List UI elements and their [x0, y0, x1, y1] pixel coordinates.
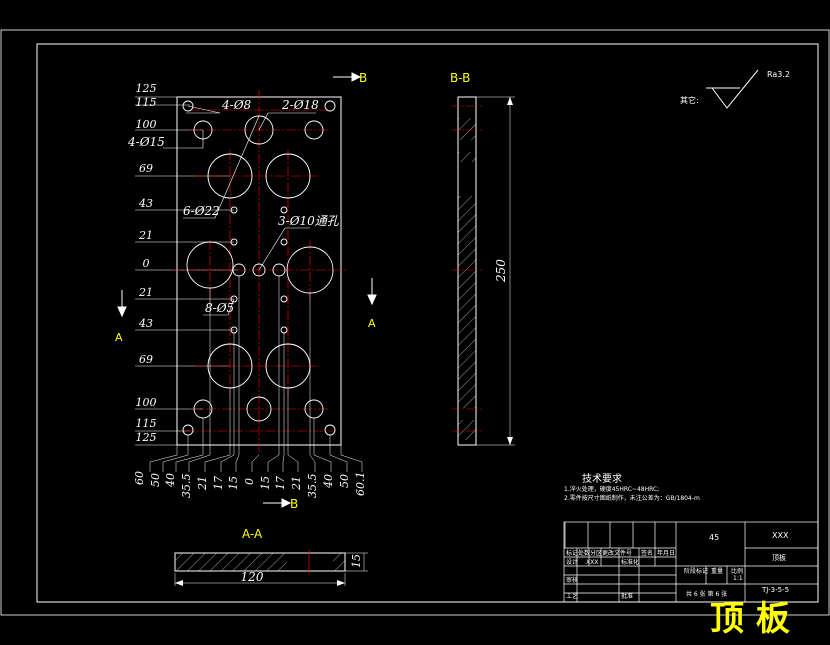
tech-line-2: 2.零件按尺寸图纸制作，未注公差为：GB/1804-m [564, 494, 700, 502]
callout-3-d10: 3-Ø10通孔 [278, 214, 340, 228]
bdim-35-5-r: 35.5 [306, 474, 319, 499]
tb-scale: 1:1 [733, 575, 743, 582]
title-block [563, 521, 819, 603]
plan-view: 125 115 100 69 43 21 0 21 43 69 100 115 … [115, 71, 377, 511]
tb-check: 审核 [566, 576, 578, 584]
tb-std: 标准化 [621, 558, 639, 566]
tb-h5: 签名 [641, 549, 653, 557]
tech-title: 技术要求 [582, 472, 622, 485]
roughness-symbol: Ra3.2 其它: [680, 69, 790, 109]
dim-0: 0 [143, 257, 150, 270]
dim-21-bottom: 21 [138, 286, 153, 299]
tb-approve: 批准 [621, 592, 633, 600]
bdim-21: 21 [196, 476, 209, 491]
bdim-17: 17 [212, 476, 225, 490]
dim-43-top: 43 [138, 197, 153, 210]
bdim-40: 40 [164, 473, 177, 488]
bdim-50-r: 50 [338, 474, 351, 488]
bdim-60-1: 60.1 [354, 472, 367, 497]
inner-border [36, 43, 819, 603]
bb-hatch-3 [458, 196, 476, 408]
section-b-bottom: B [290, 497, 298, 511]
dim-43-bottom: 43 [138, 317, 153, 330]
title-block-text: 45 XXX 顶板 TJ-3-5-5 1:1 共 6 张 第 6 张 标记 处数… [566, 531, 789, 600]
tb-company: XXX [772, 531, 789, 540]
roughness-value: Ra3.2 [767, 70, 790, 79]
tb-h1: 标记 [566, 549, 578, 557]
dim-69-top: 69 [139, 162, 153, 175]
bdim-15: 15 [227, 476, 240, 490]
tb-craft: 工艺 [566, 592, 578, 600]
callout-4-d15: 4-Ø15 [127, 135, 165, 149]
tb-stage: 阶段标记 [684, 567, 708, 575]
bb-hatch-4 [458, 420, 476, 440]
aa-hatch-right [333, 553, 345, 571]
bb-hatch-1 [458, 118, 476, 140]
bdim-40-r: 40 [322, 474, 335, 489]
aa-hatch-left [175, 553, 287, 571]
tb-material: 45 [709, 533, 719, 542]
dim-125-bottom: 125 [136, 431, 157, 444]
dim-21-top: 21 [138, 229, 153, 242]
bdim-0: 0 [243, 478, 256, 485]
tb-h2: 处数 [578, 549, 590, 557]
section-b-top: B [359, 71, 367, 85]
bb-dim-250: 250 [494, 259, 508, 283]
section-a-right: A [368, 317, 376, 330]
aa-dim-120: 120 [241, 570, 264, 584]
bdim-50: 50 [149, 473, 162, 487]
dim-115-top: 115 [136, 96, 157, 109]
tb-ratio: 比例 [731, 567, 743, 575]
dim-115-bottom: 115 [136, 417, 157, 430]
section-bb-title: B-B [450, 71, 470, 85]
callout-6-d22: 6-Ø22 [183, 204, 220, 218]
bdim-21-r: 21 [290, 476, 303, 491]
section-bb-view: B-B 250 [450, 71, 515, 446]
technical-requirements: 技术要求 1.淬火处理，硬度45HRC~48HRC; 2.零件按尺寸图纸制作，未… [564, 472, 700, 502]
tech-line-1: 1.淬火处理，硬度45HRC~48HRC; [564, 485, 659, 493]
callout-8-d5: 8-Ø5 [205, 301, 234, 315]
outer-border [0, 29, 830, 616]
tb-h6: 年月日 [657, 549, 675, 557]
tb-h3: 分区 [590, 549, 602, 557]
bdim-60: 60 [133, 471, 146, 485]
callout-2-d18: 2-Ø18 [281, 98, 319, 112]
tb-xxx: XXX [586, 559, 598, 566]
bdim-15-r: 15 [259, 476, 272, 490]
aa-dim-15: 15 [350, 554, 363, 568]
dim-100-bottom: 100 [136, 396, 157, 409]
dim-100-top: 100 [136, 118, 157, 131]
part-name-label: 顶 板 [710, 599, 790, 639]
callout-4-d8: 4-Ø8 [221, 98, 252, 112]
dim-69-bottom: 69 [139, 353, 153, 366]
tb-code: TJ-3-5-5 [761, 586, 789, 594]
section-a-left: A [115, 331, 123, 344]
bb-hatch-2 [458, 152, 476, 162]
tb-sheet: 共 6 张 第 6 张 [686, 590, 727, 598]
tb-weight: 重量 [711, 567, 723, 575]
bdim-17-r: 17 [274, 476, 287, 490]
bdim-35-5: 35.5 [180, 474, 193, 499]
tb-h4: 更改文件号 [602, 549, 632, 557]
roughness-other: 其它: [680, 95, 699, 105]
section-aa-view: A-A 120 15 [174, 527, 368, 586]
tb-part: 顶板 [772, 553, 786, 562]
section-aa-title: A-A [242, 527, 263, 541]
dim-125-top: 125 [136, 82, 157, 95]
tb-designer: 设计 [566, 558, 578, 566]
